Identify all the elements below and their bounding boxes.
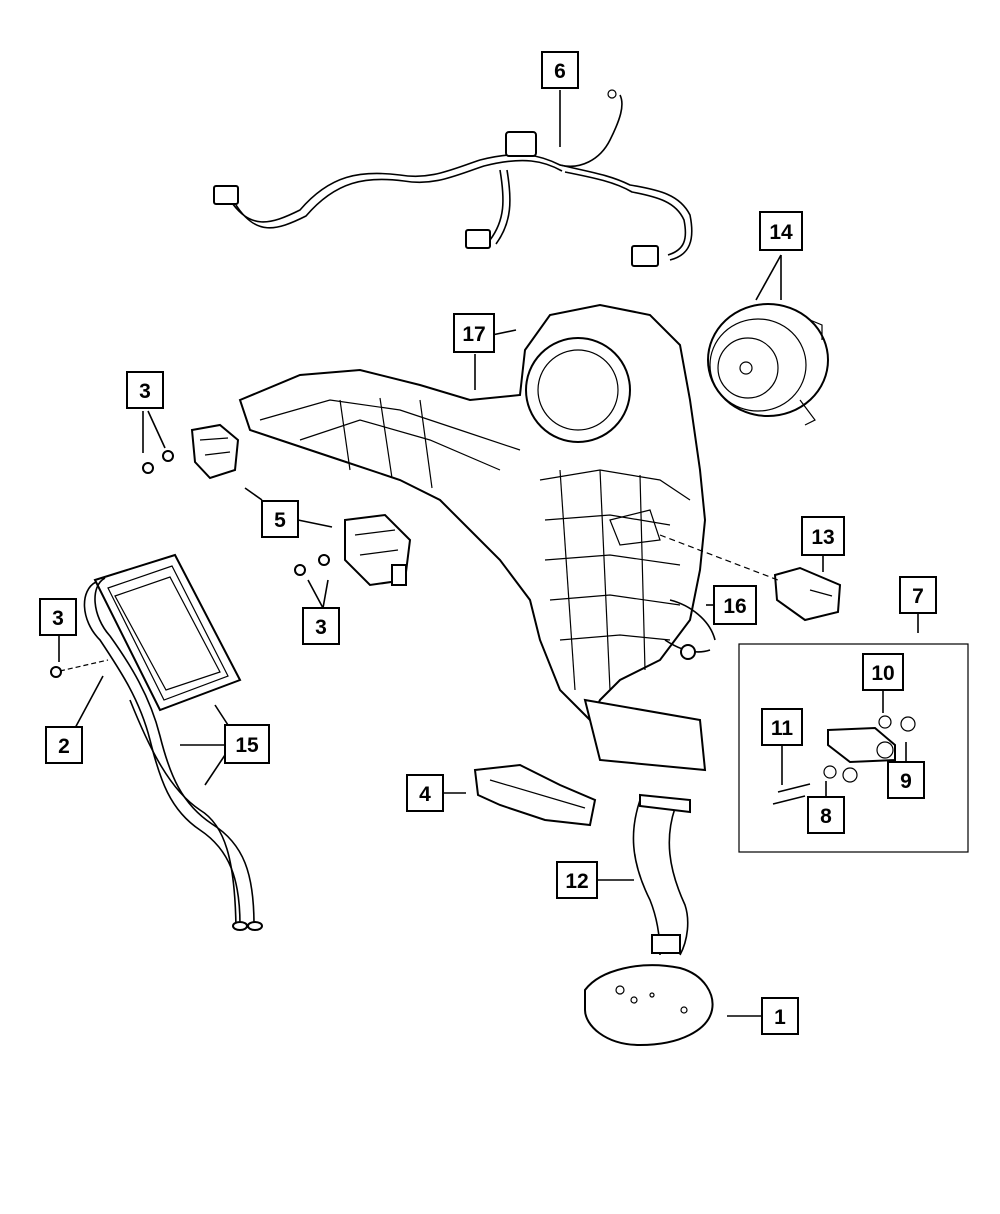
expansion-valve-drawing: [827, 726, 896, 764]
callout-15: 15: [224, 724, 270, 764]
svg-text:4: 4: [419, 783, 431, 806]
bolts-drawing: [772, 783, 811, 805]
callout-3-upper: 3: [126, 371, 164, 409]
callout-3-left: 3: [39, 598, 77, 636]
o-rings-drawing: [823, 715, 916, 783]
callout-16: 16: [713, 585, 757, 625]
svg-text:2: 2: [58, 735, 70, 758]
svg-text:6: 6: [554, 60, 566, 83]
svg-text:17: 17: [462, 323, 485, 346]
callout-14: 14: [759, 211, 803, 251]
svg-text:3: 3: [315, 616, 327, 639]
callout-4: 4: [406, 774, 444, 812]
drain-tube-drawing: [632, 793, 691, 956]
svg-text:7: 7: [912, 585, 924, 608]
callout-1: 1: [761, 997, 799, 1035]
callout-17: 17: [453, 313, 495, 353]
leader-lines: [58, 90, 919, 1017]
callout-8: 8: [807, 796, 845, 834]
svg-text:11: 11: [771, 717, 794, 740]
screws-drawing: [50, 450, 330, 678]
svg-text:15: 15: [235, 734, 259, 757]
callout-5: 5: [261, 500, 299, 538]
callout-3-center: 3: [302, 607, 340, 645]
connector-drawing: [773, 566, 842, 622]
hvac-housing-drawing: [238, 303, 707, 772]
callout-9: 9: [887, 761, 925, 799]
svg-text:10: 10: [871, 662, 894, 685]
wiring-harness-drawing: [213, 89, 693, 267]
pad-drawing: [584, 964, 714, 1047]
svg-text:1: 1: [774, 1006, 786, 1029]
callout-13: 13: [801, 516, 845, 556]
callout-10: 10: [862, 653, 904, 691]
hose-drawing: [664, 599, 716, 660]
bracket-drawing: [473, 763, 597, 827]
svg-text:13: 13: [811, 526, 834, 549]
heater-core-drawing: [83, 553, 263, 931]
mode-actuator-drawing: [344, 513, 412, 587]
callout-6: 6: [541, 51, 579, 89]
svg-text:3: 3: [52, 607, 64, 630]
callout-11: 11: [761, 708, 803, 746]
svg-text:3: 3: [139, 380, 151, 403]
upper-actuator-drawing: [190, 423, 240, 480]
svg-text:16: 16: [723, 595, 746, 618]
callout-12: 12: [556, 861, 598, 899]
callout-7: 7: [899, 576, 937, 614]
svg-text:9: 9: [900, 770, 912, 793]
svg-text:5: 5: [274, 509, 286, 532]
blower-motor-drawing: [707, 303, 829, 426]
svg-text:8: 8: [820, 805, 832, 828]
svg-text:14: 14: [769, 221, 793, 244]
svg-text:12: 12: [565, 870, 588, 893]
callouts: 1 2 3 3 3 4 5 6: [39, 51, 937, 1035]
callout-2: 2: [45, 726, 83, 764]
